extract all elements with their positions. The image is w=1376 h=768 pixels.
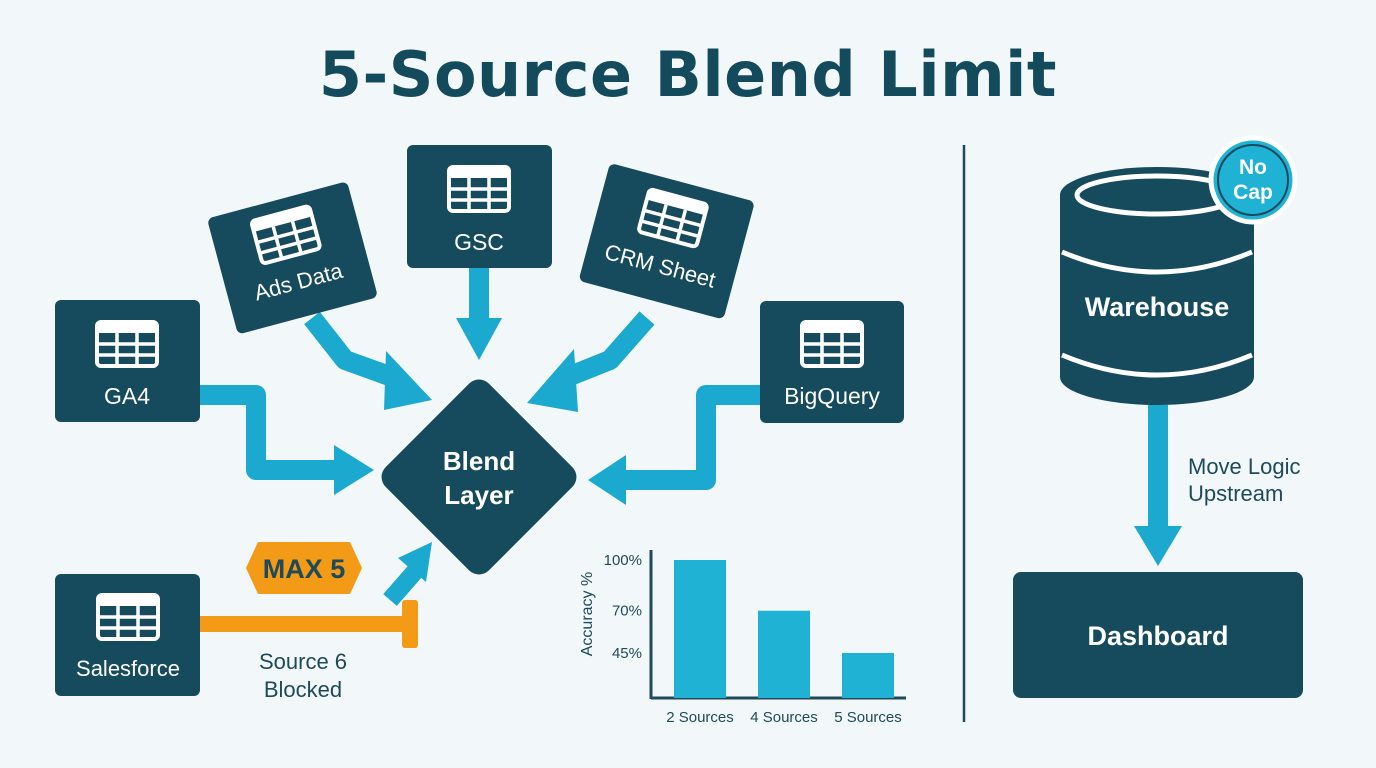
chart-x-tick-label: 2 Sources: [666, 709, 734, 726]
blend-layer-node: Blend Layer: [381, 379, 577, 575]
dashboard-label: Dashboard: [1087, 621, 1228, 651]
arrow-bigquery: [588, 385, 760, 505]
blend-layer-line2: Layer: [444, 480, 513, 510]
source-node-bigquery: BigQuery: [760, 301, 904, 423]
source-label-ga4: GA4: [104, 383, 150, 409]
source-node-salesforce: Salesforce: [55, 574, 200, 696]
chart-bar: [758, 610, 810, 698]
accuracy-chart: Accuracy % 100% 70% 45% 2 Sources 4 Sources 5…: [579, 550, 906, 726]
source-node-gsc: GSC: [407, 145, 552, 268]
no-cap-line2: Cap: [1233, 181, 1273, 204]
chart-y-tick-label: 45%: [612, 645, 642, 662]
chart-y-tick-label: 70%: [612, 603, 642, 620]
warehouse-label: Warehouse: [1085, 292, 1230, 322]
source-node-ads-data: Ads Data: [208, 182, 377, 334]
blocked-note-line1: Source 6: [259, 649, 347, 674]
source-label-salesforce: Salesforce: [76, 656, 180, 681]
chart-y-tick-label: 100%: [604, 552, 642, 569]
no-cap-line1: No: [1239, 156, 1267, 179]
chart-y-axis-label: Accuracy %: [579, 572, 596, 656]
chart-x-tick-label: 4 Sources: [750, 709, 818, 726]
arrow-ads-data: [304, 311, 432, 410]
page-title: 5-Source Blend Limit: [318, 38, 1058, 111]
arrow-upstream: [1134, 405, 1182, 566]
source-label-bigquery: BigQuery: [784, 383, 880, 409]
arrow-gsc: [456, 268, 502, 360]
source-node-crm-sheet: CRM Sheet: [579, 164, 754, 319]
blocked-note-line2: Blocked: [264, 677, 342, 702]
upstream-note-line2: Upstream: [1188, 481, 1283, 506]
source-label-gsc: GSC: [454, 229, 504, 255]
arrow-blocked: [200, 542, 432, 648]
arrow-crm-sheet: [527, 311, 655, 412]
max-badge: MAX 5: [246, 542, 362, 594]
upstream-note-line1: Move Logic: [1188, 454, 1301, 479]
chart-x-tick-label: 5 Sources: [834, 709, 902, 726]
arrows: [200, 268, 1182, 648]
chart-bar: [674, 560, 726, 698]
dashboard-node: Dashboard: [1013, 572, 1303, 698]
max-badge-label: MAX 5: [263, 554, 346, 584]
blend-layer-line1: Blend: [443, 446, 515, 476]
chart-bar: [842, 653, 894, 698]
warehouse-node: Warehouse: [1060, 167, 1254, 405]
arrow-ga4: [200, 385, 374, 495]
source-node-ga4: GA4: [55, 300, 200, 422]
no-cap-badge: No Cap: [1208, 135, 1298, 225]
